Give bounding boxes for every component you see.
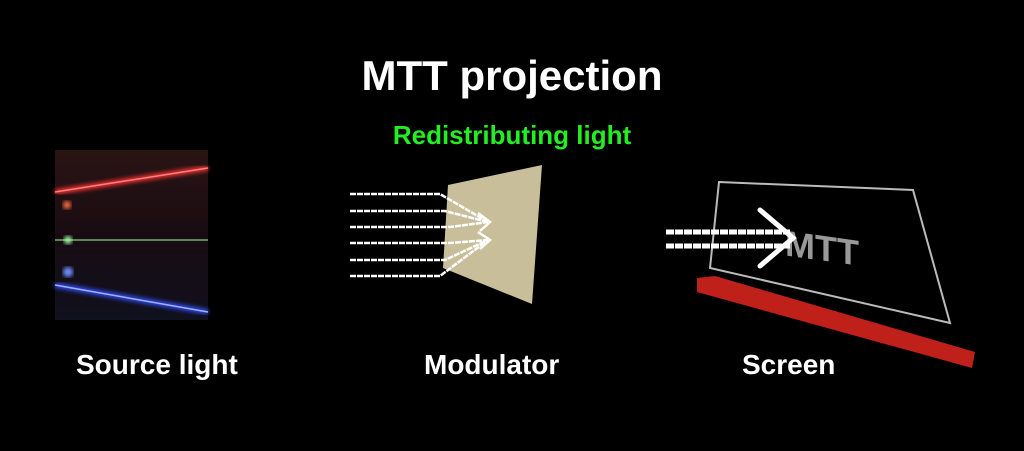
label-modulator: Modulator <box>424 349 560 380</box>
label-source-light: Source light <box>76 349 238 380</box>
slide-title: MTT projection <box>361 52 663 99</box>
screen-graphic: MTT <box>666 180 975 368</box>
screen-base <box>697 276 975 368</box>
modulator-graphic <box>350 165 542 304</box>
modulator-panel <box>443 165 542 304</box>
slide-subtitle: Redistributing light <box>392 120 632 150</box>
red-beam-core <box>54 167 209 193</box>
screen-arrows <box>666 207 797 269</box>
label-screen: Screen <box>742 349 836 380</box>
light-ray-arrows <box>350 192 493 278</box>
source-light-image <box>54 150 209 320</box>
